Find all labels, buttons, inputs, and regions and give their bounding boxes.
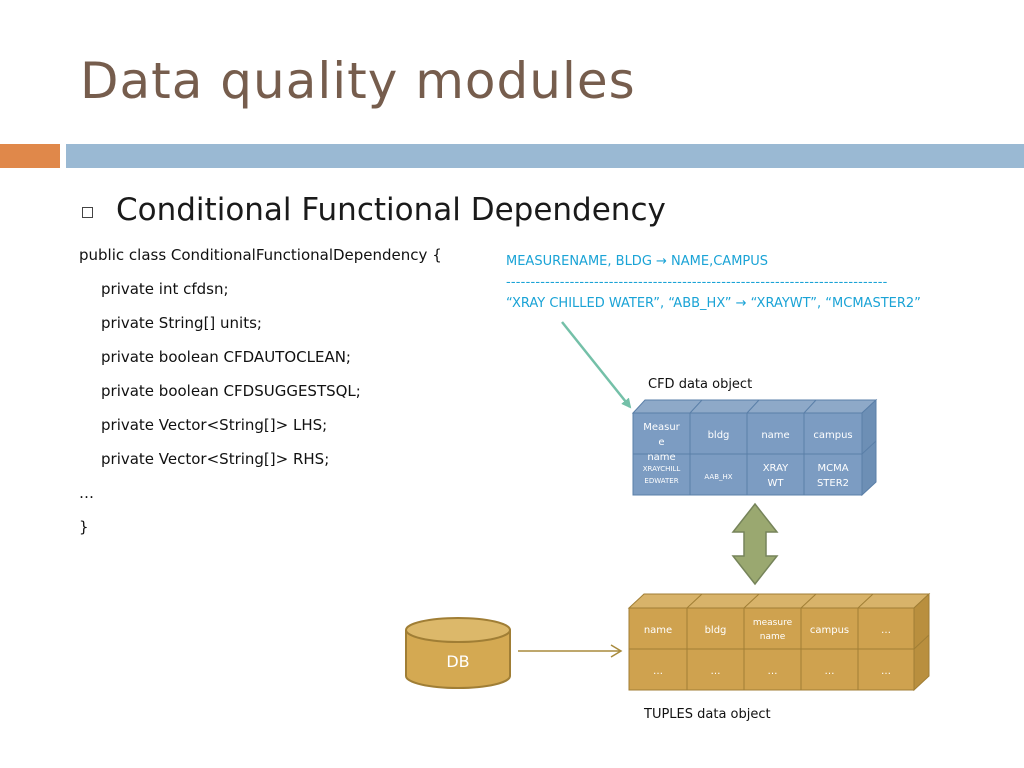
tuples-cell — [743, 648, 802, 691]
cfd-header-cell-text: campus — [813, 430, 852, 441]
code-line: … — [79, 484, 94, 502]
tuples-header-cell-text: name — [644, 625, 672, 636]
code-line: private Vector<String[]> LHS; — [101, 416, 328, 434]
accent-bar-blue — [66, 144, 1024, 168]
db-label: DB — [446, 652, 469, 671]
tuples-cell — [743, 607, 802, 650]
tuples-cell — [686, 607, 745, 650]
database-cylinder-icon: DB — [405, 617, 511, 689]
cfd-rule-separator: ----------------------------------------… — [506, 275, 888, 290]
bullet-square-icon — [82, 207, 93, 218]
cfd-cell — [746, 453, 805, 496]
tuples-value-cell-text: … — [711, 666, 721, 677]
tuples-object-caption: TUPLES data object — [644, 707, 771, 722]
slide-title: Data quality modules — [80, 52, 636, 110]
tuples-cell — [800, 648, 859, 691]
code-line: } — [79, 518, 89, 536]
db-to-tuples-arrowhead — [610, 644, 623, 658]
tuples-cell — [857, 648, 915, 691]
tuples-cell — [800, 607, 859, 650]
code-line: private boolean CFDAUTOCLEAN; — [101, 348, 351, 366]
cfd-value-cell-text: AAB_HX — [704, 473, 732, 481]
cfd-rule-values: “XRAY CHILLED WATER”, “ABB_HX” → “XRAYWT… — [506, 296, 921, 311]
rule-to-cfd-arrow — [561, 321, 632, 409]
tuples-header-cell-text: bldg — [705, 625, 727, 636]
tuples-value-cell-text: … — [768, 666, 778, 677]
tuples-header-cell-text: … — [881, 625, 891, 636]
cfd-cell — [632, 412, 691, 455]
tuples-header-cell-text: campus — [810, 625, 849, 636]
tuples-value-cell-text: … — [825, 666, 835, 677]
tuples-cell — [628, 648, 688, 691]
tuples-cell — [686, 648, 745, 691]
cfd-header-cell-text: bldg — [708, 430, 730, 441]
cfd-cell — [746, 412, 805, 455]
cfd-cell — [803, 412, 863, 455]
code-line: private Vector<String[]> RHS; — [101, 450, 330, 468]
code-line: private int cfdsn; — [101, 280, 229, 298]
code-line: private boolean CFDSUGGESTSQL; — [101, 382, 361, 400]
cfd-rule-header: MEASURENAME, BLDG → NAME,CAMPUS — [506, 254, 769, 269]
sync-double-arrow — [731, 502, 779, 586]
cfd-cell — [803, 453, 863, 496]
tuples-cell — [628, 607, 688, 650]
cfd-header-cell-text: name — [761, 430, 789, 441]
bullet-heading: Conditional Functional Dependency — [116, 192, 666, 228]
code-line: public class ConditionalFunctionalDepend… — [79, 246, 442, 264]
tuples-value-cell-text: … — [653, 666, 663, 677]
cfd-object-caption: CFD data object — [648, 377, 753, 392]
cfd-cell — [632, 453, 691, 496]
code-line: private String[] units; — [101, 314, 262, 332]
accent-bar-orange — [0, 144, 60, 168]
cfd-cell — [689, 453, 748, 496]
tuples-value-cell-text: … — [881, 666, 891, 677]
